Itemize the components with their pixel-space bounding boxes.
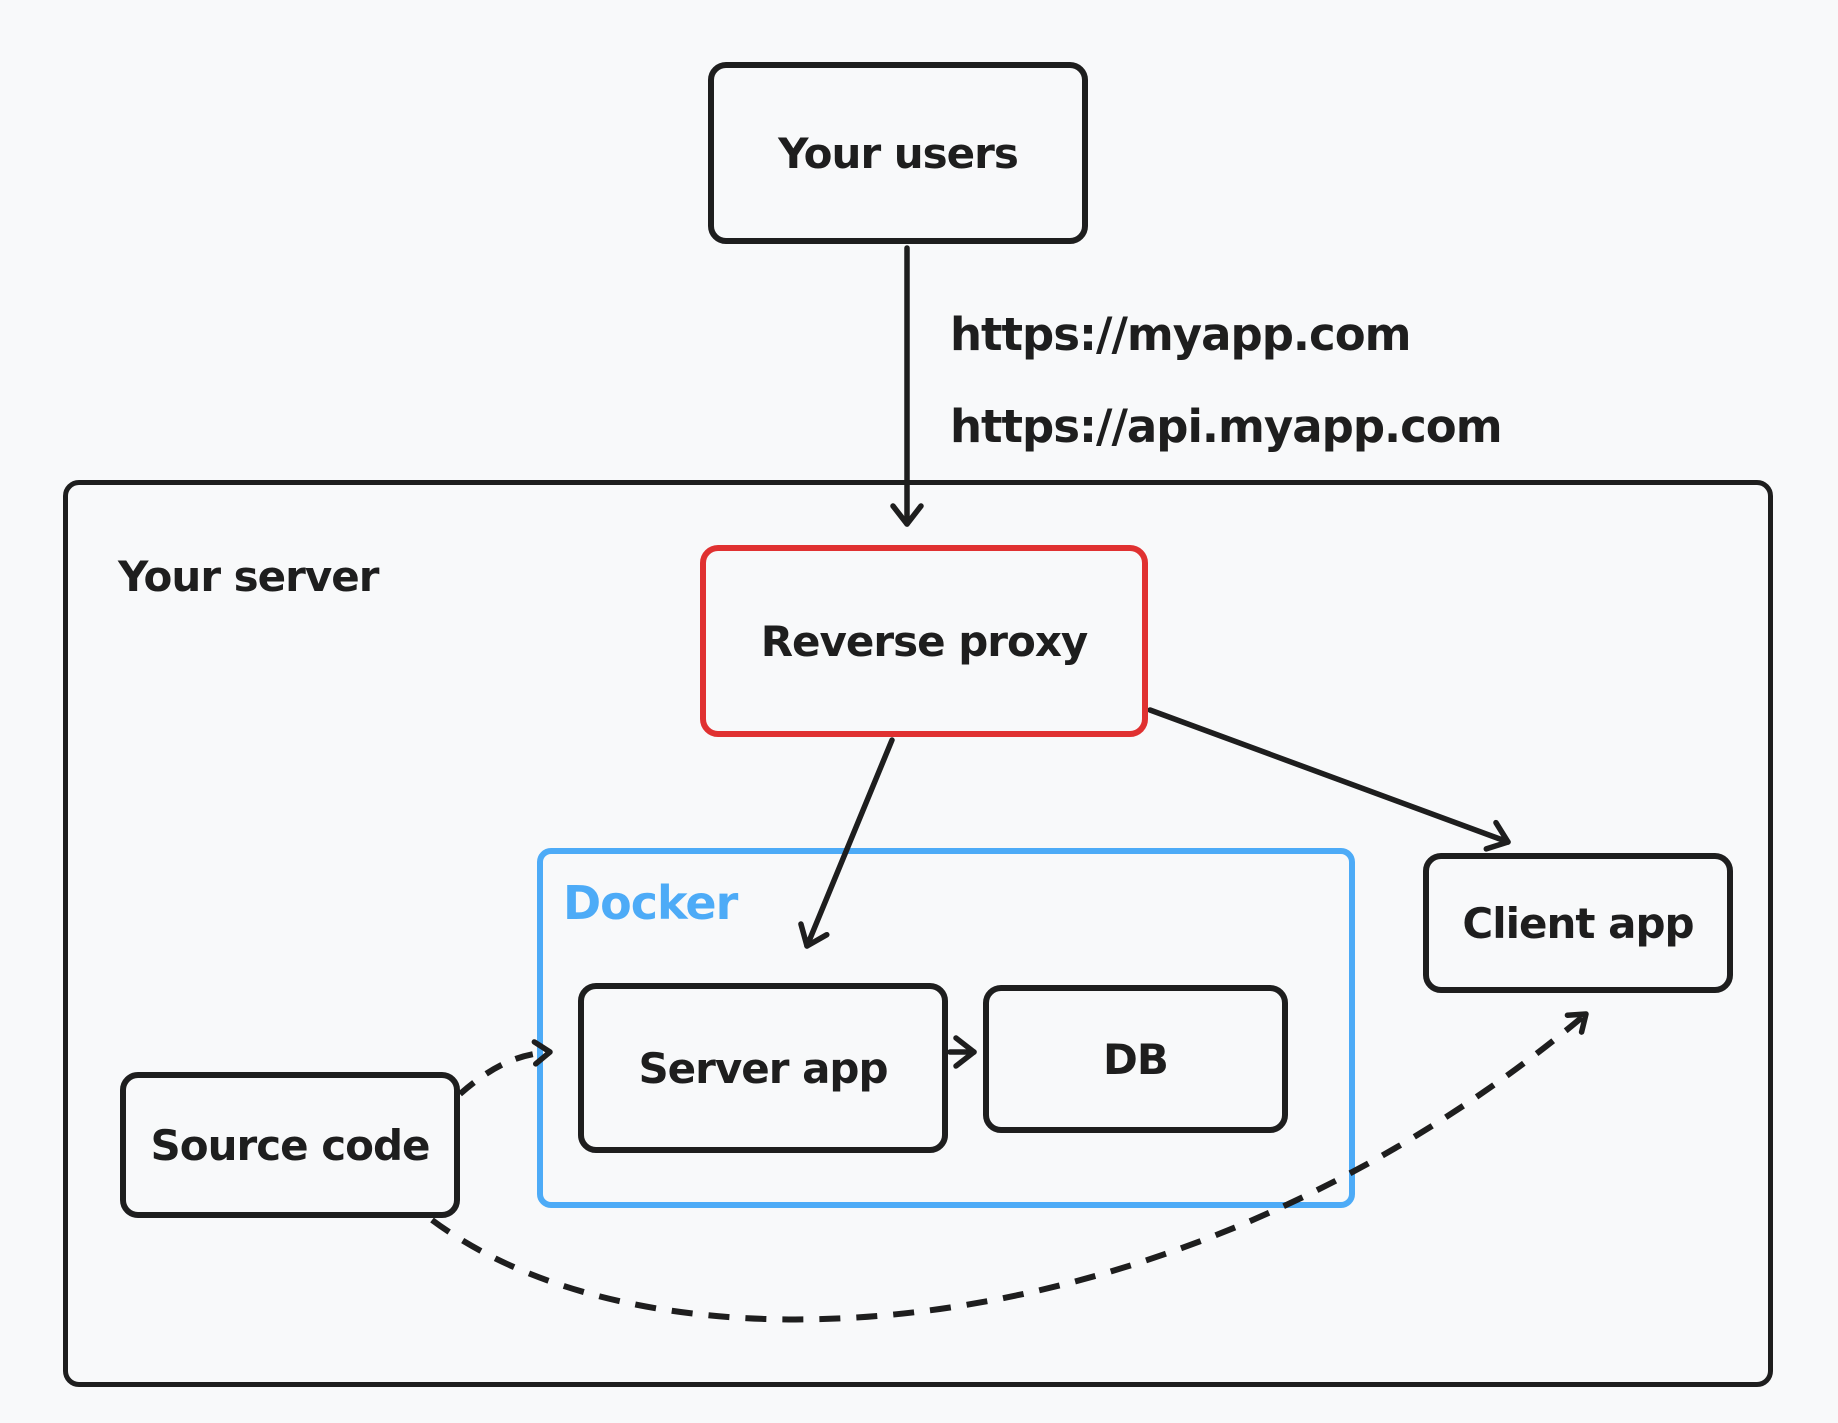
node-client-app-label: Client app — [1462, 898, 1694, 948]
edge-label-url-myapp: https://myapp.com — [950, 308, 1412, 361]
node-db: DB — [983, 985, 1288, 1133]
your-server-container-label: Your server — [118, 552, 379, 601]
node-reverse-proxy-label: Reverse proxy — [760, 616, 1089, 666]
node-client-app: Client app — [1423, 853, 1733, 993]
docker-container-label: Docker — [563, 876, 738, 930]
node-db-label: DB — [1103, 1034, 1169, 1084]
node-source-code: Source code — [120, 1072, 460, 1218]
node-server-app: Server app — [578, 983, 948, 1153]
node-reverse-proxy: Reverse proxy — [700, 545, 1148, 737]
edge-label-url-api-myapp: https://api.myapp.com — [950, 400, 1503, 453]
node-your-users-label: Your users — [778, 128, 1019, 178]
node-source-code-label: Source code — [150, 1120, 430, 1170]
node-server-app-label: Server app — [638, 1043, 888, 1093]
your-server-container — [63, 480, 1773, 1387]
node-your-users: Your users — [708, 62, 1088, 244]
